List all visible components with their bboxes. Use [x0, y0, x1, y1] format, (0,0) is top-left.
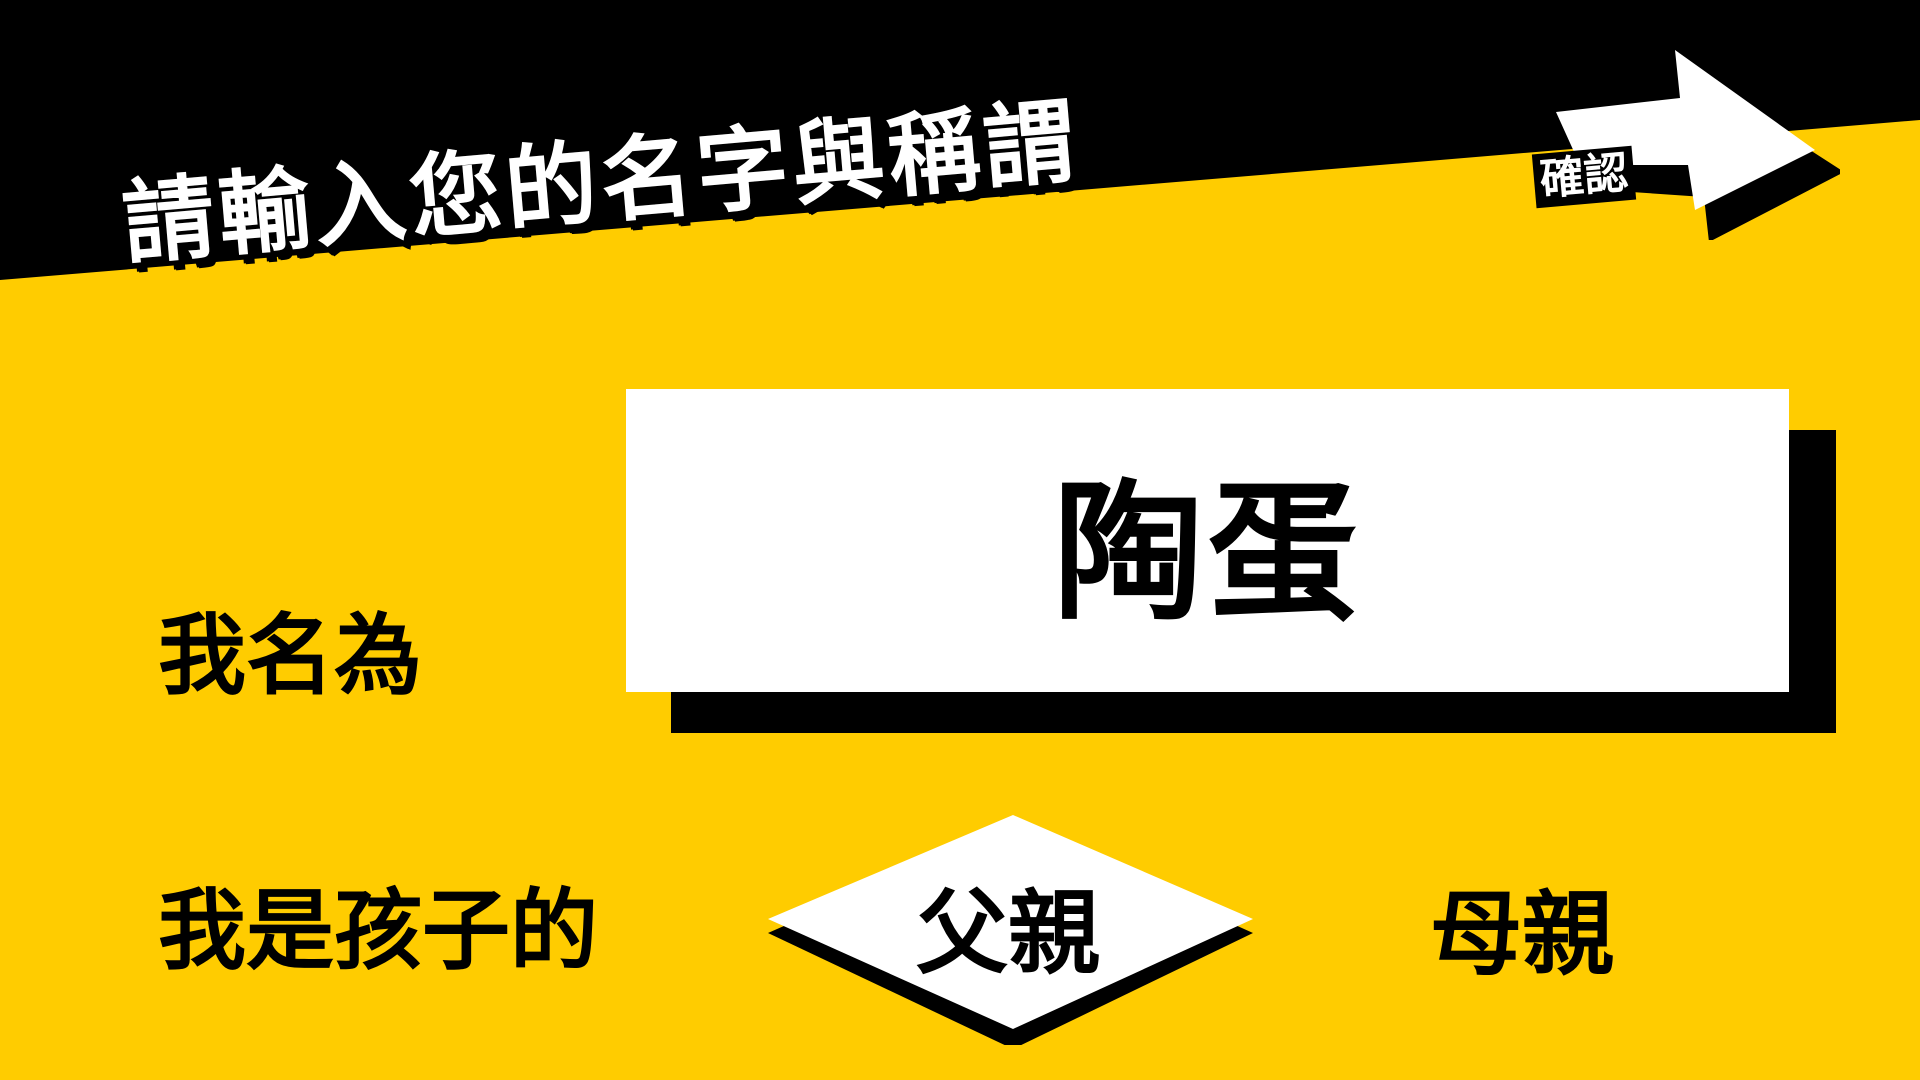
- confirm-button[interactable]: 確認: [1520, 50, 1840, 240]
- role-label: 我是孩子的: [158, 879, 599, 982]
- name-value: 陶蛋: [1053, 467, 1362, 641]
- name-label: 我名為: [158, 604, 423, 707]
- role-option-father[interactable]: 父親: [768, 815, 1258, 1045]
- arrow-right-icon: [1556, 50, 1840, 240]
- role-option-father-label: 父親: [915, 879, 1100, 987]
- confirm-label: 確認: [1531, 145, 1637, 209]
- name-input[interactable]: 陶蛋: [626, 389, 1789, 692]
- diamond-selected-shape: [768, 815, 1253, 1045]
- role-option-mother[interactable]: 母親: [1430, 881, 1615, 988]
